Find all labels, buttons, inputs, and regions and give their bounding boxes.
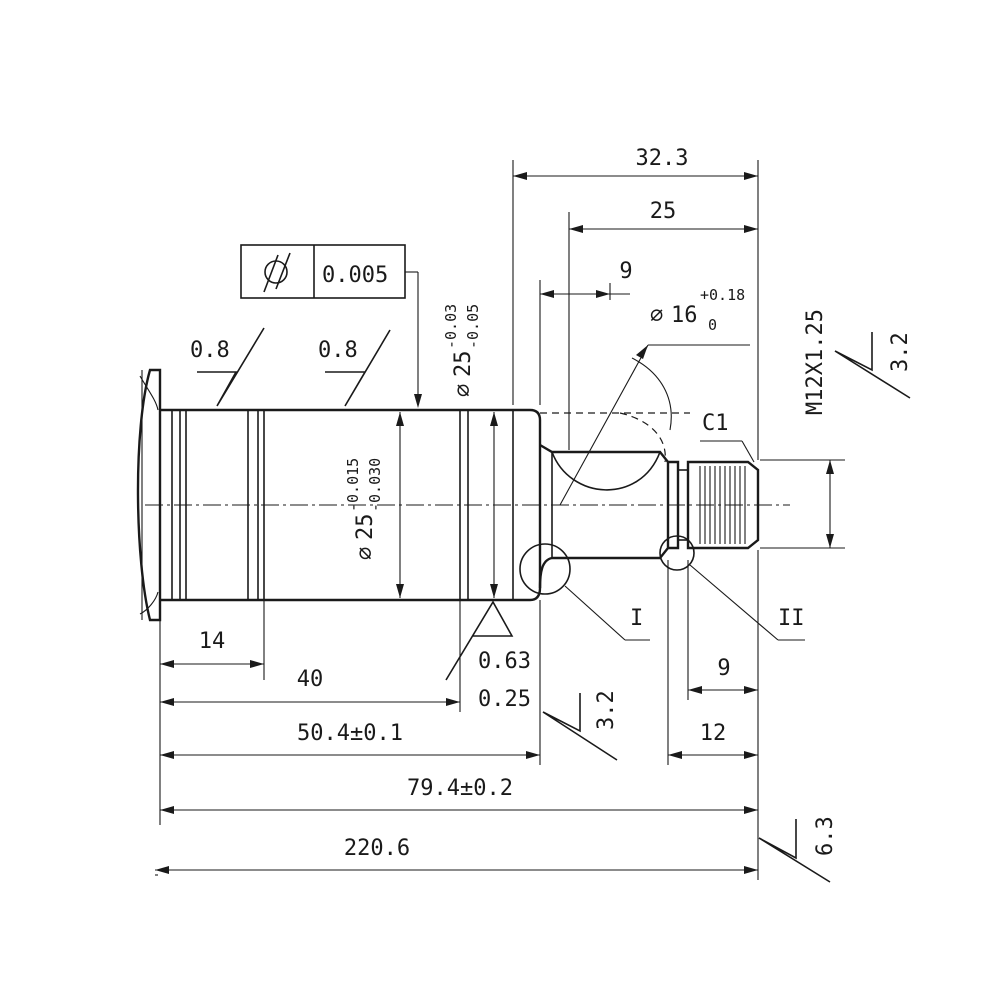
top-dimensions: 32.3 25 9 <box>512 146 759 460</box>
surface-finish-mid-right: 3.2 <box>542 690 619 761</box>
tolerance-value: 0.005 <box>322 263 388 288</box>
dim-9-right: 9 <box>717 656 730 681</box>
dim-79-4: 79.4±0.2 <box>407 776 513 801</box>
shaft-outline <box>136 368 790 622</box>
surface-finish-1: 0.8 <box>190 327 265 407</box>
left-tol-lower: -0.030 <box>366 458 384 512</box>
dim-14: 14 <box>199 629 226 654</box>
dim-40: 40 <box>297 667 324 692</box>
bottom-dimensions: 14 40 50.4±0.1 79.4±0.2 220.6 9 12 <box>155 550 759 880</box>
left-tol-upper: -0.015 <box>344 458 362 512</box>
dim-32-3: 32.3 <box>636 146 689 171</box>
right-tol-upper: -0.03 <box>442 304 460 349</box>
dim-220-6: 220.6 <box>344 836 410 861</box>
groove-phi-symbol: ∅ <box>650 303 663 328</box>
finish-mid-upper: 0.63 <box>478 649 531 674</box>
chamfer-callout: C1 <box>700 411 755 463</box>
finish-general: 6.3 <box>813 816 838 856</box>
surface-finish-mid: 0.63 0.25 <box>445 600 531 712</box>
thread-callout: M12X1.25 <box>760 309 845 549</box>
right-tol-lower: -0.05 <box>464 304 482 349</box>
diameter-right: ∅ 25 -0.03 -0.05 <box>442 304 498 598</box>
detail-II: II <box>659 535 805 641</box>
groove-diameter-callout: ∅ 16 +0.18 0 <box>559 286 750 506</box>
dim-50-4: 50.4±0.1 <box>297 721 403 746</box>
detail-I: I <box>519 543 650 641</box>
tolerance-frame: 0.005 <box>240 244 422 408</box>
groove-diameter: 16 <box>671 303 698 328</box>
dim-9-top: 9 <box>619 259 632 284</box>
finish-mid-lower: 0.25 <box>478 687 531 712</box>
right-diameter: 25 <box>451 351 476 378</box>
detail-II-label: II <box>778 606 805 631</box>
surface-finish-general: 6.3 <box>758 816 838 883</box>
surface-finish-2: 0.8 <box>318 329 391 407</box>
finish-value-2: 0.8 <box>318 338 358 363</box>
left-diameter: 25 <box>353 514 378 541</box>
groove-tol-lower: 0 <box>708 316 717 334</box>
finish-mid-right: 3.2 <box>594 690 619 730</box>
chamfer-label: C1 <box>702 411 729 436</box>
thread-spec: M12X1.25 <box>803 309 828 415</box>
surface-finish-thread: 3.2 <box>834 332 913 399</box>
detail-I-label: I <box>630 606 643 631</box>
dim-12: 12 <box>700 721 727 746</box>
groove-tol-upper: +0.18 <box>700 286 745 304</box>
dim-25: 25 <box>650 199 677 224</box>
left-phi-symbol: ∅ <box>353 547 378 560</box>
cylindricity-icon <box>263 252 291 293</box>
diameter-left: ∅ 25 -0.015 -0.030 <box>344 412 404 598</box>
finish-value-1: 0.8 <box>190 338 230 363</box>
right-phi-symbol: ∅ <box>451 384 476 397</box>
finish-thread: 3.2 <box>888 332 913 372</box>
